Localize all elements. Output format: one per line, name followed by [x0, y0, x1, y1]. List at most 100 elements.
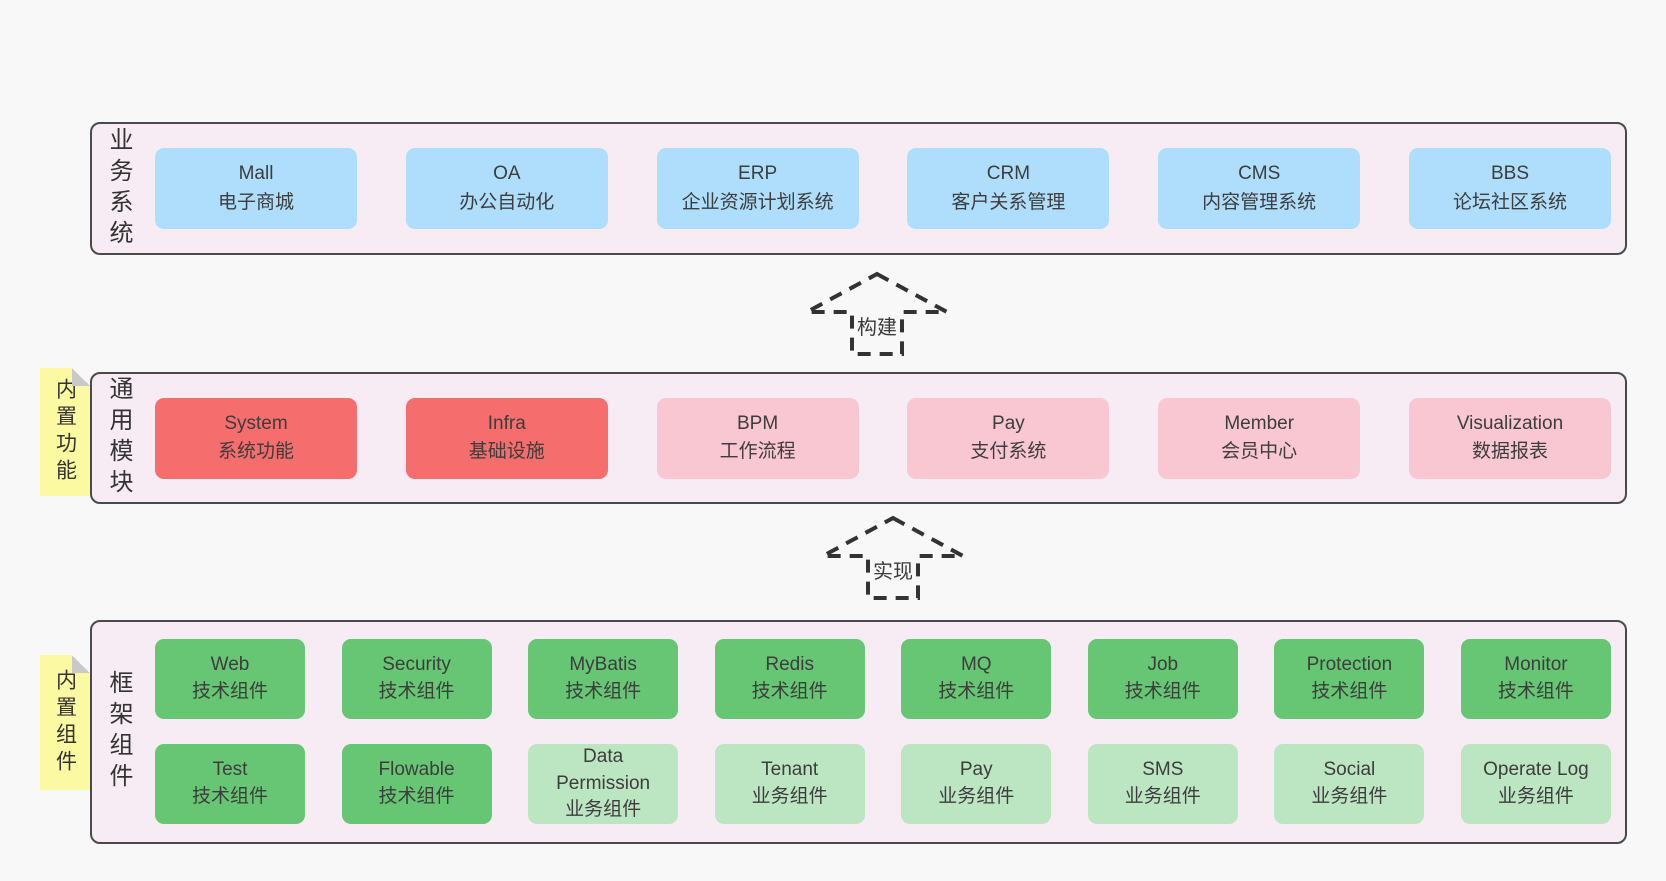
box-subtitle: 论坛社区系统 [1452, 191, 1567, 213]
box-subtitle: 业务组件 [751, 786, 828, 807]
box-title: Pay [992, 412, 1025, 434]
box-subtitle: 技术组件 [1311, 681, 1388, 702]
box-subtitle: 技术组件 [751, 681, 828, 702]
box-title: Monitor [1504, 654, 1568, 676]
box-subtitle: 业务组件 [1497, 786, 1574, 807]
box-subtitle: 业务组件 [1311, 786, 1388, 807]
box-cms: CMS 内容管理系统 [1158, 148, 1361, 229]
box-system: System 系统功能 [155, 397, 357, 479]
box-bpm: BPM 工作流程 [656, 397, 859, 479]
box-social: Social 业务组件 [1274, 744, 1425, 824]
box-title: OA [493, 163, 521, 184]
box-title: MQ [960, 654, 992, 676]
box-title: Social [1323, 759, 1376, 781]
box-subtitle: 系统功能 [217, 441, 294, 462]
box-test: Test 技术组件 [155, 744, 305, 824]
up-arrow-icon [806, 271, 948, 356]
box-subtitle: 企业资源计划系统 [681, 191, 834, 213]
box-title: System [224, 412, 288, 434]
dashed-up-arrow-build: 构建 [802, 270, 952, 358]
box-title: Web [210, 654, 250, 676]
box-mall: Mall 电子商城 [155, 148, 357, 229]
box-mybatis: MyBatis 技术组件 [528, 639, 679, 719]
box-subtitle: 技术组件 [1497, 681, 1574, 702]
box-subtitle: 办公自动化 [459, 191, 555, 213]
box-redis: Redis 技术组件 [714, 639, 865, 719]
box-bbs: BBS 论坛社区系统 [1408, 148, 1611, 229]
box-pay: Pay 业务组件 [901, 744, 1052, 824]
box-pay: Pay 支付系统 [907, 397, 1110, 479]
box-subtitle: 数据报表 [1471, 441, 1548, 462]
panel-side-label: 业务系统 [105, 126, 132, 251]
box-subtitle: 技术组件 [565, 681, 642, 702]
box-data-permission: Data Permission 业务组件 [528, 744, 679, 824]
box-title: Flowable [378, 759, 455, 781]
box-crm: CRM 客户关系管理 [907, 148, 1110, 229]
panel-common-modules: 通用模块 System 系统功能 Infra 基础设施 BPM 工作流程 Pay 支付系统 Me… [90, 372, 1627, 504]
box-title: Job [1147, 654, 1179, 676]
box-title: CMS [1238, 163, 1281, 184]
box-row: Mall 电子商城 OA 办公自动化 ERP 企业资源计划系统 CRM 客户关系管理 CMS 内容… [155, 124, 1611, 253]
box-subtitle: 技术组件 [378, 681, 455, 702]
box-visualization: Visualization 数据报表 [1408, 397, 1611, 479]
up-arrow-icon [822, 515, 964, 600]
box-subtitle: 基础设施 [468, 441, 545, 462]
box-job: Job 技术组件 [1087, 639, 1238, 719]
box-title: Security [382, 654, 451, 676]
box-subtitle: 会员中心 [1221, 441, 1298, 462]
box-subtitle: 业务组件 [565, 799, 642, 821]
box-subtitle: 技术组件 [938, 681, 1015, 702]
panel-side-label: 通用模块 [105, 376, 132, 500]
box-subtitle: 技术组件 [191, 681, 268, 702]
box-member: Member 会员中心 [1158, 397, 1361, 479]
box-subtitle: 内容管理系统 [1202, 191, 1317, 213]
sticky-note-label: 内置组件 [53, 668, 77, 777]
panel-business-systems: 业务系统 Mall 电子商城 OA 办公自动化 ERP 企业资源计划系统 CRM 客户关系管理… [90, 122, 1627, 255]
box-title: Test [212, 759, 248, 781]
box-oa: OA 办公自动化 [405, 148, 608, 229]
box-subtitle: 技术组件 [378, 786, 455, 807]
box-subtitle: 电子商城 [217, 191, 294, 213]
box-title: Protection [1306, 654, 1393, 676]
box-title: Data Permission [556, 745, 651, 794]
box-title: BBS [1490, 163, 1529, 184]
box-title: ERP [738, 163, 778, 184]
arrow-label: 实现 [870, 554, 916, 585]
sticky-note-builtin-components: 内置组件 [40, 655, 90, 790]
box-title: MyBatis [569, 654, 637, 676]
box-title: Visualization [1456, 412, 1564, 434]
box-subtitle: 工作流程 [719, 441, 796, 462]
panel-side-label: 框架组件 [105, 670, 132, 794]
arrow-label: 构建 [854, 310, 900, 341]
box-subtitle: 客户关系管理 [951, 191, 1066, 213]
box-protection: Protection 技术组件 [1274, 639, 1425, 719]
box-title: CRM [986, 163, 1031, 184]
box-erp: ERP 企业资源计划系统 [656, 148, 859, 229]
box-title: Infra [487, 412, 526, 434]
sticky-note-builtin-features: 内置功能 [40, 368, 90, 496]
box-infra: Infra 基础设施 [405, 397, 608, 479]
box-title: Mall [238, 163, 274, 184]
box-title: Operate Log [1483, 759, 1589, 781]
box-title: Member [1224, 412, 1295, 434]
box-mq: MQ 技术组件 [901, 639, 1052, 719]
box-title: Pay [959, 759, 993, 781]
box-title: BPM [737, 412, 779, 434]
box-row: System 系统功能 Infra 基础设施 BPM 工作流程 Pay 支付系统 Member 会… [155, 374, 1611, 502]
sticky-note-label: 内置功能 [53, 378, 77, 486]
box-subtitle: 技术组件 [191, 786, 268, 807]
box-subtitle: 支付系统 [970, 441, 1047, 462]
dashed-up-arrow-implement: 实现 [818, 514, 968, 602]
box-title: SMS [1142, 759, 1184, 781]
box-title: Redis [765, 654, 814, 676]
box-subtitle: 技术组件 [1124, 681, 1201, 702]
box-subtitle: 业务组件 [938, 786, 1015, 807]
box-web: Web 技术组件 [155, 639, 305, 719]
